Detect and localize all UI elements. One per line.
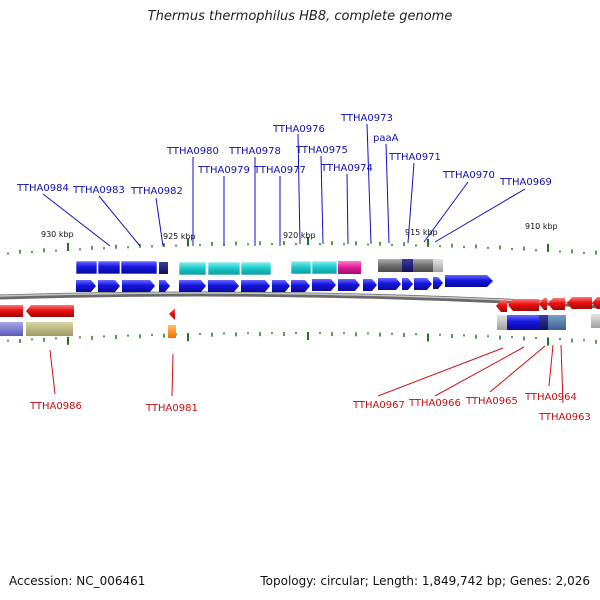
feature-block[interactable]	[178, 261, 207, 276]
gene-arrow-reverse[interactable]	[496, 300, 507, 312]
gene-arrow-reverse[interactable]	[26, 305, 74, 317]
gene-label-ttha0970[interactable]: TTHA0970	[442, 170, 495, 181]
feature-block[interactable]	[591, 314, 600, 328]
genome-title: Thermus thermophilus HB8, complete genom…	[147, 9, 453, 24]
gene-label-ttha0983[interactable]: TTHA0983	[72, 185, 125, 196]
scale-label-915: 915 kbp	[405, 228, 438, 237]
gene-arrow-reverse[interactable]	[548, 298, 565, 310]
gene-label-ttha0984[interactable]: TTHA0984	[16, 183, 69, 194]
feature-block[interactable]	[75, 260, 98, 275]
scale-label-920: 920 kbp	[283, 231, 316, 240]
feature-block[interactable]	[290, 260, 312, 275]
gene-arrow-reverse[interactable]	[592, 297, 600, 309]
gene-arrow-forward[interactable]	[312, 279, 336, 291]
gene-label-ttha0976[interactable]: TTHA0976	[272, 124, 325, 135]
feature-block[interactable]	[120, 260, 158, 275]
gene-label-ttha0963[interactable]: TTHA0963	[538, 412, 591, 423]
gene-arrow-reverse[interactable]	[0, 305, 23, 317]
gene-label-ttha0967[interactable]: TTHA0967	[352, 400, 405, 411]
genome-stats-text: Topology: circular; Length: 1,849,742 bp…	[260, 574, 590, 588]
gene-arrow-forward[interactable]	[402, 278, 413, 290]
gene-arrow-forward[interactable]	[76, 280, 96, 292]
feature-block[interactable]	[97, 260, 121, 275]
gene-arrow-reverse[interactable]	[567, 297, 592, 309]
scale-label-910: 910 kbp	[525, 222, 558, 231]
gene-label-ttha0979[interactable]: TTHA0979	[197, 165, 250, 176]
gene-arrow-forward[interactable]	[272, 280, 290, 292]
gene-arrow-forward[interactable]	[445, 275, 493, 287]
feature-block[interactable]	[378, 259, 402, 272]
gene-label-ttha0974[interactable]: TTHA0974	[320, 163, 373, 174]
scale-ticks-bottom	[7, 332, 597, 346]
gene-label-ttha0981[interactable]: TTHA0981	[145, 403, 198, 414]
scale-ticks-top	[7, 237, 597, 255]
gene-arrow-forward[interactable]	[98, 280, 120, 292]
gene-arrow-forward[interactable]	[378, 278, 401, 290]
gene-arrow-forward[interactable]	[414, 278, 432, 290]
gene-label-ttha0986[interactable]: TTHA0986	[29, 401, 82, 412]
gene-label-ttha0975[interactable]: TTHA0975	[295, 145, 348, 156]
scale-label-930: 930 kbp	[41, 230, 74, 239]
feature-block[interactable]	[168, 325, 176, 338]
gene-arrow-forward[interactable]	[159, 280, 170, 292]
feature-block[interactable]	[207, 261, 241, 276]
feature-block[interactable]	[311, 260, 338, 275]
bottom-gene-labels: TTHA0986 TTHA0981 TTHA0967 TTHA0966 TTHA…	[29, 392, 591, 423]
feature-block[interactable]	[497, 315, 507, 330]
feature-block[interactable]	[26, 322, 73, 336]
gene-label-ttha0965[interactable]: TTHA0965	[465, 396, 518, 407]
feature-block[interactable]	[548, 315, 566, 330]
gene-label-ttha0978[interactable]: TTHA0978	[228, 146, 281, 157]
gene-arrow-forward[interactable]	[363, 279, 377, 291]
gene-arrow-forward[interactable]	[433, 277, 443, 289]
top-gene-labels: TTHA0984 TTHA0983 TTHA0982 TTHA0980 TTHA…	[16, 113, 552, 197]
gene-arrow-forward[interactable]	[241, 280, 270, 292]
gene-label-ttha0964[interactable]: TTHA0964	[524, 392, 577, 403]
gene-arrow-forward[interactable]	[179, 280, 206, 292]
gene-arrow-forward[interactable]	[208, 280, 239, 292]
gene-label-ttha0977[interactable]: TTHA0977	[253, 165, 306, 176]
gene-arrow-forward[interactable]	[338, 279, 360, 291]
feature-block[interactable]	[413, 259, 433, 272]
top-label-leaders	[42, 123, 526, 247]
gene-label-ttha0980[interactable]: TTHA0980	[166, 146, 219, 157]
gene-label-ttha0969[interactable]: TTHA0969	[499, 177, 552, 188]
feature-block[interactable]	[338, 261, 361, 274]
feature-block[interactable]	[240, 261, 272, 276]
gene-arrow-reverse[interactable]	[169, 308, 175, 320]
gene-arrow-reverse[interactable]	[508, 299, 539, 311]
feature-block[interactable]	[433, 259, 443, 272]
scale-label-925: 925 kbp	[163, 232, 196, 241]
gene-label-paaa[interactable]: paaA	[373, 133, 399, 144]
gene-arrow-forward[interactable]	[291, 280, 310, 292]
forward-strand-genes	[76, 275, 493, 292]
gene-label-ttha0966[interactable]: TTHA0966	[408, 398, 461, 409]
reverse-strand-genes	[0, 297, 600, 320]
feature-track-upper	[0, 259, 600, 338]
feature-block[interactable]	[539, 315, 548, 330]
gene-arrow-forward[interactable]	[122, 280, 155, 292]
feature-block[interactable]	[0, 322, 23, 336]
gene-label-ttha0973[interactable]: TTHA0973	[340, 113, 393, 124]
gene-label-ttha0971[interactable]: TTHA0971	[388, 152, 441, 163]
feature-block[interactable]	[402, 259, 413, 272]
feature-block[interactable]	[507, 315, 539, 330]
feature-block[interactable]	[159, 262, 168, 274]
gene-arrow-reverse[interactable]	[539, 298, 547, 310]
gene-label-ttha0982[interactable]: TTHA0982	[130, 186, 183, 197]
accession-text: Accession: NC_006461	[9, 574, 146, 588]
bottom-label-leaders	[49, 344, 564, 404]
